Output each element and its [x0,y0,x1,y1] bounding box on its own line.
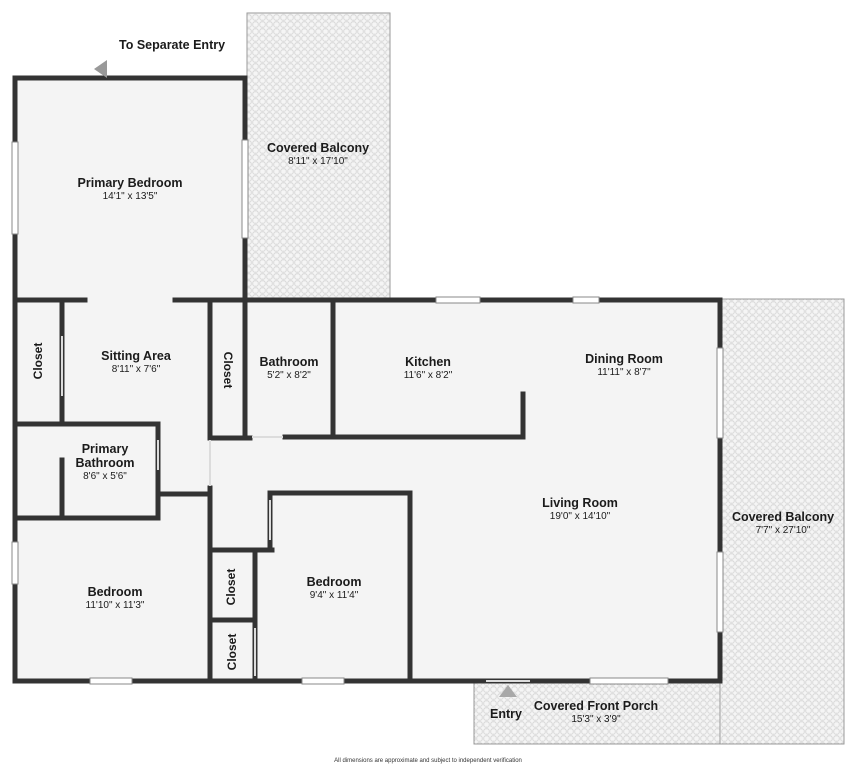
covered-balcony-right-label: Covered Balcony 7'7" x 27'10" [724,510,842,536]
room-name: Kitchen [405,355,451,369]
primary-bedroom-label: Primary Bedroom 14'1" x 13'5" [60,176,200,202]
entry-arrow-icon [499,685,517,697]
room-dimensions: 19'0" x 14'10" [549,511,611,522]
room-name: Living Room [542,496,618,510]
bedroom-mid-label: Bedroom 9'4" x 11'4" [284,575,384,601]
closet-sitting-label: Closet [31,342,45,380]
bathroom-label: Bathroom 5'2" x 8'2" [249,355,329,381]
room-dimensions: 9'4" x 11'4" [309,590,359,601]
room-dimensions: 8'11" x 7'6" [111,364,161,375]
room-name: Covered Front Porch [533,699,659,713]
covered-balcony-top-area [246,12,391,299]
sitting-area-label: Sitting Area 8'11" x 7'6" [80,349,192,375]
covered-balcony-right-area [719,298,845,745]
closet-a-label: Closet [224,568,238,606]
covered-balcony-top-label: Covered Balcony 8'11" x 17'10" [255,141,381,167]
room-dimensions: 15'3" x 3'9" [571,714,621,725]
room-dimensions: 8'11" x 17'10" [288,156,348,167]
covered-front-porch-label: Covered Front Porch 15'3" x 3'9" [530,699,662,725]
room-dimensions: 8'6" x 5'6" [83,471,127,482]
room-name: Dining Room [585,352,663,366]
entry-label: Entry [490,707,522,721]
kitchen-label: Kitchen 11'6" x 8'2" [378,355,478,381]
primary-bathroom-label: Primary Bathroom 8'6" x 5'6" [66,442,144,482]
room-dimensions: 5'2" x 8'2" [267,370,311,381]
room-name: Covered Balcony [266,141,370,155]
room-name: Bedroom [306,575,362,589]
separate-entry-arrow-icon [94,60,107,78]
closet-b-label: Closet [225,633,239,671]
windows [11,139,724,685]
door-openings [61,336,530,682]
closet-hall-label: Closet [221,351,235,389]
room-dimensions: 14'1" x 13'5" [102,191,158,202]
room-name: Covered Balcony [731,510,835,524]
living-room-label: Living Room 19'0" x 14'10" [520,496,640,522]
room-name-line2: Bathroom [75,456,135,470]
room-name-line1: Primary [81,442,129,456]
room-name: Sitting Area [101,349,171,363]
room-name: Bathroom [259,355,319,369]
separate-entry-label: To Separate Entry [119,38,226,52]
room-name: Primary Bedroom [77,176,183,190]
dining-room-label: Dining Room 11'11" x 8'7" [568,352,680,378]
room-dimensions: 11'11" x 8'7" [597,367,651,378]
room-name: Bedroom [87,585,143,599]
room-dimensions: 11'6" x 8'2" [403,370,453,381]
disclaimer: All dimensions are approximate and subje… [334,758,522,764]
bedroom-left-label: Bedroom 11'10" x 11'3" [60,585,170,611]
room-dimensions: 7'7" x 27'10" [755,525,811,536]
room-dimensions: 11'10" x 11'3" [85,600,145,611]
